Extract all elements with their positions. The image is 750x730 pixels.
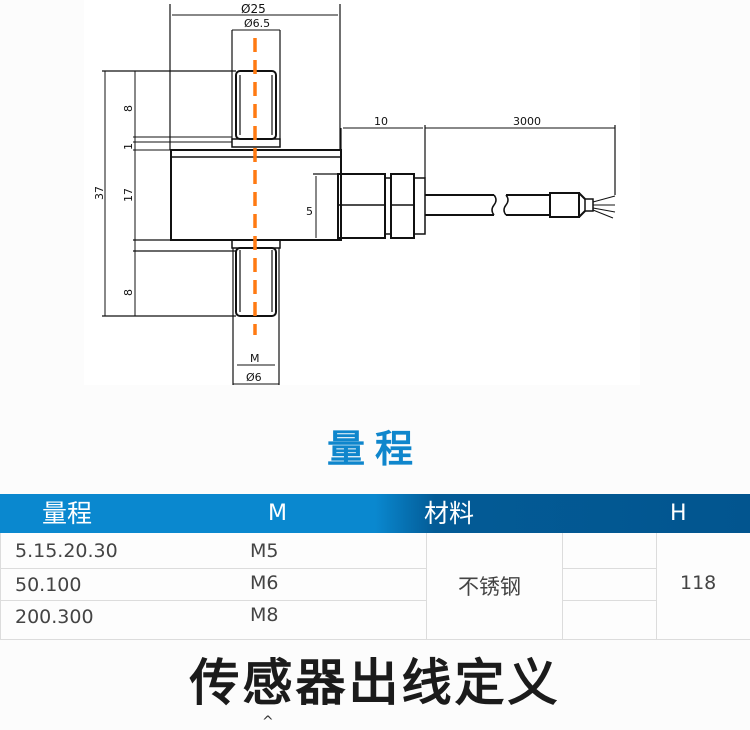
header-h: H (670, 501, 687, 526)
label-gap: 1 (122, 143, 135, 150)
cell-h: 118 (680, 572, 717, 594)
row-divider (0, 600, 426, 601)
label-top-thread-diameter: Ø6.5 (244, 17, 270, 30)
col-divider (0, 533, 1, 639)
cable-connector (337, 173, 386, 239)
label-total-height: 37 (93, 186, 106, 200)
dimension-drawing: Ø25 Ø6.5 M Ø6 8 1 17 8 37 5 10 3000 (93, 2, 616, 385)
label-bottom-thread-diameter: Ø6 (246, 371, 262, 384)
cable-end-sleeve (549, 192, 580, 218)
label-overall-diameter: Ø25 (241, 2, 266, 16)
col-divider (426, 533, 427, 639)
row-divider (0, 568, 426, 569)
header-range: 量程 (42, 499, 93, 528)
label-connector-height: 5 (306, 205, 313, 218)
caret-icon: ^ (262, 714, 274, 730)
drawing-canvas (84, 0, 640, 385)
label-top-thread-length: 8 (122, 105, 135, 112)
label-bottom-thread-length: 8 (122, 289, 135, 296)
col-divider (656, 533, 657, 639)
spec-table: 量程 M 材料 H 5.15.20.30 M5 50.100 M6 200.30… (0, 494, 750, 640)
header-m: M (268, 501, 287, 526)
cell-range: 50.100 (15, 574, 82, 596)
cell-range: 200.300 (15, 606, 94, 628)
technical-drawing-area: Ø25 Ø6.5 M Ø6 8 1 17 8 37 5 10 3000 (84, 0, 640, 385)
label-thread: M (250, 352, 260, 365)
label-body-height: 17 (122, 188, 135, 202)
spec-table-body: 5.15.20.30 M5 50.100 M6 200.300 M8 不锈钢 1… (0, 533, 750, 640)
cell-m: M5 (250, 540, 279, 562)
row-divider (562, 568, 656, 569)
connector-nut (390, 173, 415, 239)
cell-material: 不锈钢 (458, 575, 521, 599)
range-section-title: 量程 (326, 427, 423, 471)
row-divider (562, 600, 656, 601)
header-material: 材料 (424, 499, 475, 528)
spec-table-header: 量程 M 材料 H (0, 494, 750, 533)
label-connector-length: 10 (374, 115, 388, 128)
cell-range: 5.15.20.30 (15, 540, 118, 562)
label-cable-length: 3000 (513, 115, 541, 128)
cell-m: M6 (250, 572, 279, 594)
wiring-section-title: 传感器出线定义 (189, 654, 561, 712)
cell-m: M8 (250, 604, 279, 626)
col-divider (562, 533, 563, 639)
